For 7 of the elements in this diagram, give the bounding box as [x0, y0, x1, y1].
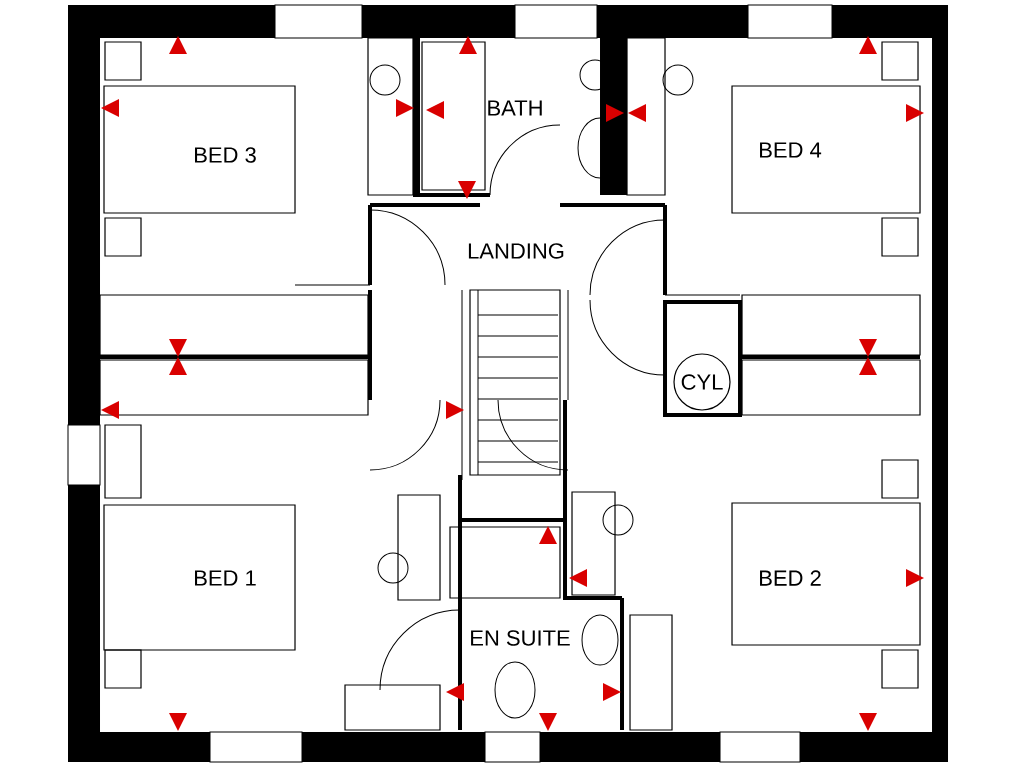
room-label: BED 1 [195, 570, 256, 586]
room-label: EN SUITE [471, 630, 570, 646]
room-label: BATH [488, 100, 542, 116]
room-label: BED 4 [760, 142, 822, 158]
room-label: BED 2 [760, 570, 821, 586]
room-label: BED 3 [195, 147, 256, 163]
room-label: LANDING [468, 243, 564, 259]
